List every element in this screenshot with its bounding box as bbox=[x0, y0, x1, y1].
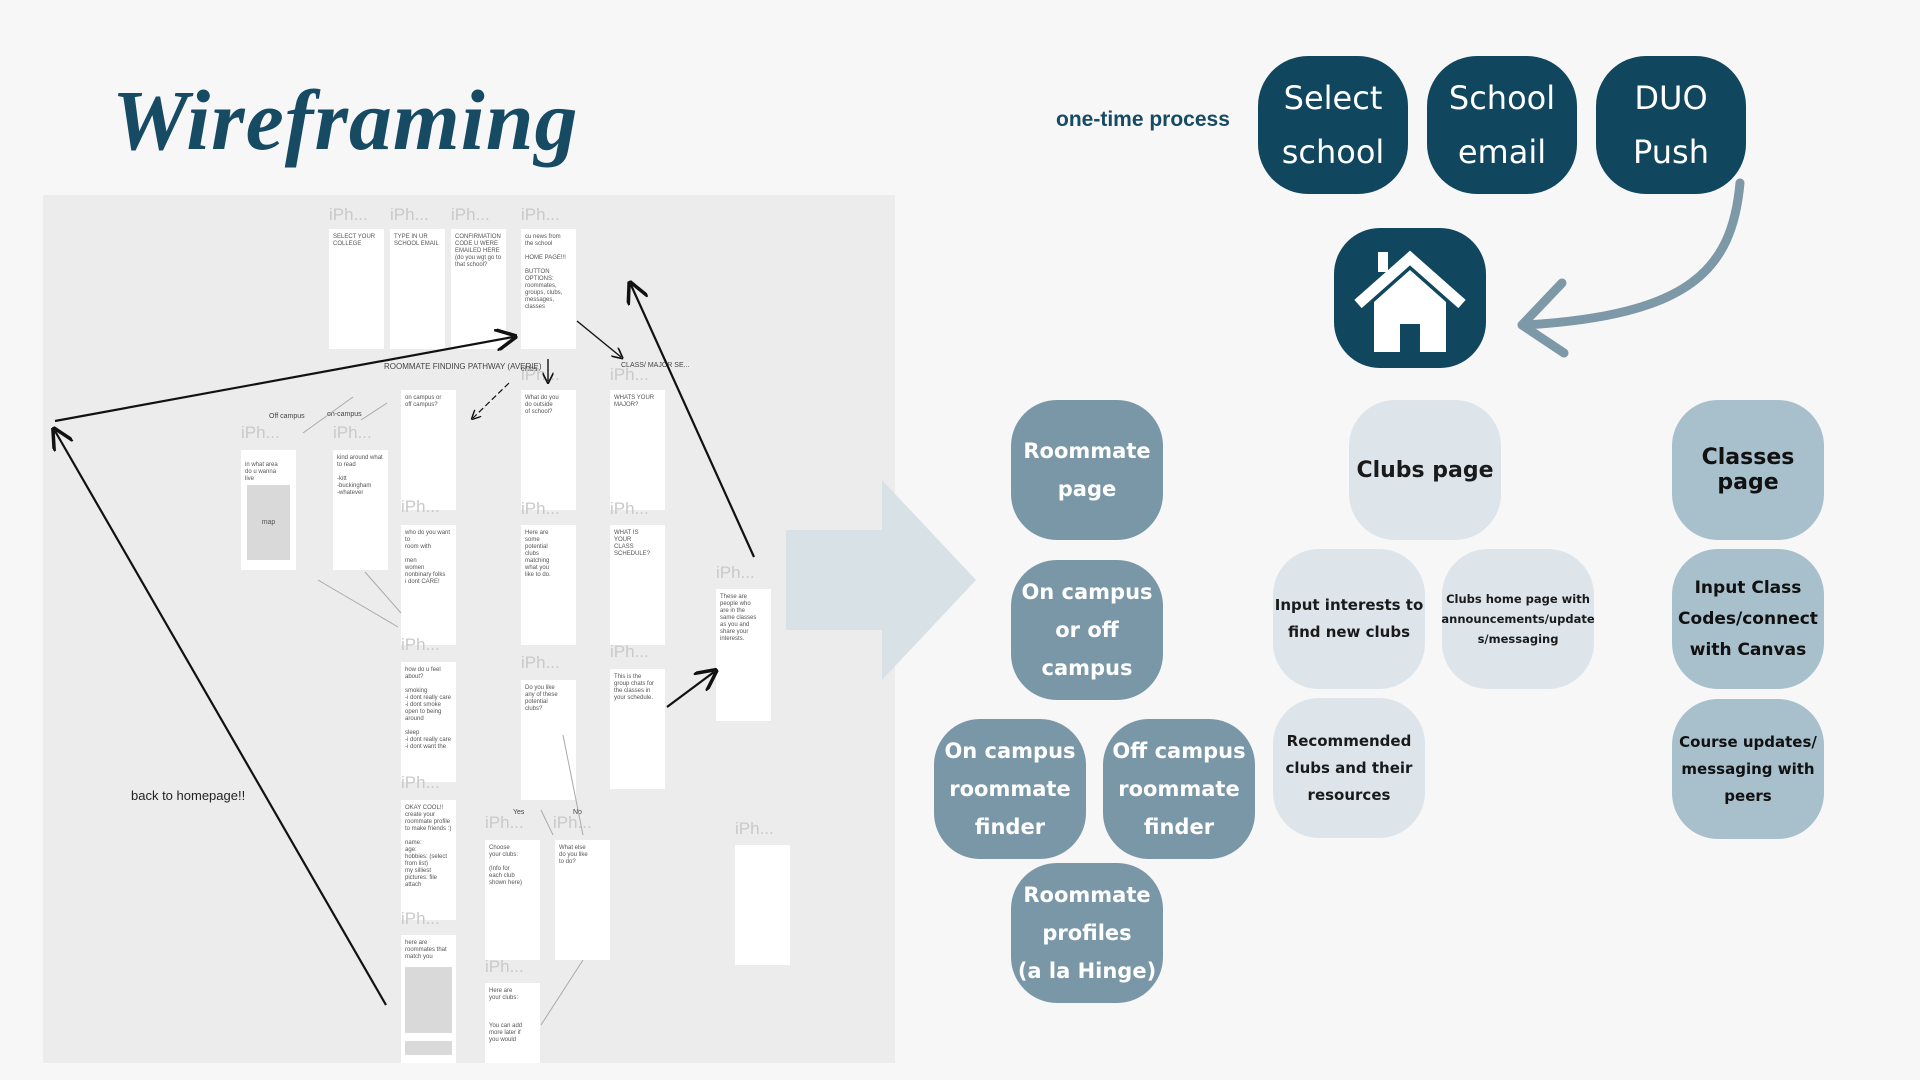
wireframe-screen-profile: OKAY COOL!! create your roommate profile… bbox=[401, 800, 456, 920]
wireframe-screen-select-college: SELECT YOUR COLLEGE bbox=[329, 229, 384, 349]
no-label: No bbox=[573, 809, 582, 816]
phone-label: iPh... bbox=[451, 205, 490, 224]
clubs-label: clubs bbox=[521, 366, 538, 373]
photo-placeholder bbox=[405, 1041, 452, 1055]
photo-placeholder bbox=[405, 967, 452, 1033]
phone-label: iPh... bbox=[401, 635, 440, 654]
on-campus-label: on-campus bbox=[327, 411, 362, 418]
phone-label: iPh... bbox=[401, 909, 440, 928]
phone-label: iPh... bbox=[610, 642, 649, 661]
wireframe-canvas: iPh... iPh... iPh... iPh... SELECT YOUR … bbox=[43, 195, 895, 1063]
back-to-homepage-label: back to homepage!! bbox=[131, 788, 246, 803]
wireframe-screen-neighborhoods: kind around what to read -kitt -buckingh… bbox=[333, 450, 388, 570]
arrow-to-campus-q bbox=[473, 382, 510, 418]
phone-label: iPh... bbox=[390, 205, 429, 224]
campus-choice-node: On campus or off campus bbox=[1011, 560, 1163, 700]
phone-label: iPh... bbox=[329, 205, 368, 224]
connector bbox=[540, 959, 584, 1026]
phone-label: iPh... bbox=[553, 813, 592, 832]
house-icon bbox=[1354, 250, 1466, 352]
home-node bbox=[1334, 228, 1486, 368]
phone-label: iPh... bbox=[333, 423, 372, 442]
wireframe-screen-schedule: WHAT IS YOUR CLASS SCHEDULE? bbox=[610, 525, 665, 645]
wireframe-screen-here-clubs: Here are your clubs: You can add more la… bbox=[485, 983, 540, 1063]
phone-label: iPh... bbox=[401, 773, 440, 792]
yes-label: Yes bbox=[513, 809, 525, 816]
class-codes-node: Input Class Codes/connect with Canvas bbox=[1672, 549, 1824, 689]
arrow-class-return bbox=[631, 285, 756, 558]
phone-label: iPh... bbox=[735, 819, 774, 838]
roommate-profiles-node: Roommate profiles (a la Hinge) bbox=[1011, 863, 1163, 1003]
wireframe-screen-same-classes: These are people who are in the same cla… bbox=[716, 589, 771, 721]
class-major-label: CLASS/ MAJOR SE... bbox=[621, 362, 690, 369]
wireframe-arrows bbox=[43, 195, 756, 1026]
connector bbox=[317, 579, 399, 628]
arrow-to-homepage bbox=[54, 337, 513, 423]
select-school-step: Select school bbox=[1258, 56, 1408, 194]
wireframe-screen-else-like: What else do you like to do? bbox=[555, 840, 610, 960]
clubs-page-node: Clubs page bbox=[1349, 400, 1501, 540]
phone-label: iPh... bbox=[241, 423, 280, 442]
wireframe-screen-potential-clubs: Here are some potential clubs matching w… bbox=[521, 525, 576, 645]
wireframe-screen-room-with: who do you want to room with men women n… bbox=[401, 525, 456, 645]
clubs-home-node: Clubs home page with announcements/updat… bbox=[1441, 549, 1595, 689]
one-time-process-label: one-time process bbox=[1056, 108, 1230, 131]
wireframe-screen-blank bbox=[735, 845, 790, 965]
connector bbox=[540, 809, 554, 836]
page-title: Wireframing bbox=[112, 72, 579, 168]
wireframe-screen-school-email: TYPE IN UR SCHOOL EMAIL bbox=[390, 229, 445, 349]
phone-label: iPh... bbox=[610, 365, 649, 384]
on-campus-finder-node: On campus roommate finder bbox=[934, 719, 1086, 859]
wireframe-screen-homepage: cu news from the school HOME PAGE!!! BUT… bbox=[521, 229, 576, 349]
connector bbox=[360, 402, 388, 421]
wireframe-screen-major: WHATS YOUR MAJOR? bbox=[610, 390, 665, 510]
roommate-pathway-label: ROOMMATE FINDING PATHWAY (AVERIE) bbox=[384, 362, 542, 371]
connector bbox=[364, 571, 402, 614]
wireframe-screen-outside: What do you do outside of school? bbox=[521, 390, 576, 510]
classes-page-node: Classes page bbox=[1672, 400, 1824, 540]
wireframe-screen-like-clubs: Do you like any of these potential clubs… bbox=[521, 680, 576, 800]
arrow-to-same-classes bbox=[666, 672, 714, 708]
phone-label: iPh... bbox=[485, 957, 524, 976]
phone-label: iPh... bbox=[521, 499, 560, 518]
phone-label: iPh... bbox=[716, 563, 755, 582]
off-campus-label: Off campus bbox=[269, 413, 305, 420]
arrow-back-home bbox=[55, 431, 387, 1006]
wireframe-screen-choose-clubs: Choose your clubs: (Info for each club s… bbox=[485, 840, 540, 960]
wireframe-screen-group-chats: This is the group chats for the classes … bbox=[610, 669, 665, 789]
roommate-page-node: Roommate page bbox=[1011, 400, 1163, 540]
curved-arrow-icon bbox=[1517, 178, 1745, 358]
duo-push-step: DUO Push bbox=[1596, 56, 1746, 194]
phone-label: iPh... bbox=[610, 499, 649, 518]
school-email-step: School email bbox=[1427, 56, 1577, 194]
phone-label: iPh... bbox=[521, 205, 560, 224]
arrow-to-class-major bbox=[576, 320, 621, 357]
map-placeholder: map bbox=[247, 485, 290, 560]
phone-label: iPh... bbox=[521, 653, 560, 672]
wireframe-screen-feel-about: how do u feel about? smoking -i dont rea… bbox=[401, 662, 456, 782]
connector bbox=[562, 734, 584, 836]
recommended-clubs-node: Recommended clubs and their resources bbox=[1273, 698, 1425, 838]
connector bbox=[302, 396, 354, 434]
flow-arrow-icon bbox=[786, 480, 976, 680]
phone-label: iPh... bbox=[401, 497, 440, 516]
phone-label: iPh... bbox=[485, 813, 524, 832]
wireframe-screen-campus-question: on campus or off campus? bbox=[401, 390, 456, 510]
area-text: in what area do u wanna live bbox=[245, 462, 278, 482]
off-campus-finder-node: Off campus roommate finder bbox=[1103, 719, 1255, 859]
clubs-input-node: Input interests to find new clubs bbox=[1273, 549, 1425, 689]
course-updates-node: Course updates/ messaging with peers bbox=[1672, 699, 1824, 839]
